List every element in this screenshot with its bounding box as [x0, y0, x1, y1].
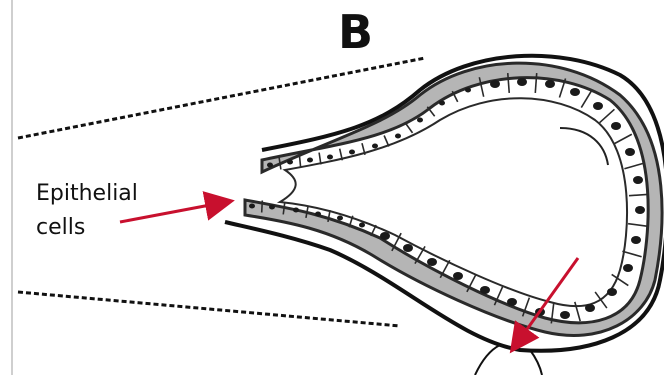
cell-nucleus — [560, 311, 570, 319]
cell-nucleus — [403, 244, 413, 252]
cell-nucleus — [631, 236, 641, 244]
cell-nucleus — [635, 206, 645, 214]
cell-nucleus — [337, 216, 343, 221]
cell-nucleus — [327, 155, 333, 160]
cell-nucleus — [480, 286, 490, 294]
cell-boundary — [614, 134, 632, 143]
cell-boundary — [600, 109, 615, 122]
cell-nucleus — [349, 150, 355, 155]
cell-boundary — [581, 90, 591, 107]
dashed-guide-lower — [18, 292, 400, 326]
cell-nucleus — [465, 88, 471, 93]
cell-nucleus — [249, 204, 255, 209]
cell-nucleus — [293, 208, 299, 213]
cell-nucleus — [380, 232, 390, 240]
cell-nucleus — [545, 80, 555, 88]
cell-boundary — [628, 224, 648, 227]
cell-nucleus — [315, 212, 321, 217]
cell-nucleus — [633, 176, 643, 184]
cell-nucleus — [395, 134, 401, 139]
cell-nucleus — [453, 272, 463, 280]
cell-nucleus — [607, 288, 617, 296]
cell-boundary — [629, 194, 649, 195]
cell-nucleus — [287, 160, 293, 165]
cell-boundary — [384, 135, 389, 146]
cell-nucleus — [267, 163, 273, 168]
bottom-stroke-left — [475, 345, 500, 375]
cell-nucleus — [507, 298, 517, 306]
cell-boundary — [405, 123, 412, 133]
cell-nucleus — [372, 144, 378, 149]
cell-nucleus — [427, 258, 437, 266]
cell-nucleus — [417, 118, 423, 123]
cell-nucleus — [439, 101, 445, 106]
cell-nucleus — [623, 264, 633, 272]
bottom-stroke-right — [530, 350, 542, 375]
cell-nucleus — [490, 80, 500, 88]
cell-nucleus — [307, 158, 313, 163]
label-cells: cells — [36, 215, 85, 240]
cell-nucleus — [570, 88, 580, 96]
panel-label: B — [338, 5, 373, 59]
cell-nucleus — [359, 223, 365, 228]
cell-nucleus — [585, 304, 595, 312]
cell-boundary — [624, 163, 643, 168]
cell-boundary — [622, 251, 641, 256]
cell-nucleus — [593, 102, 603, 110]
cell-nucleus — [269, 205, 275, 210]
cell-boundary — [262, 201, 263, 213]
cell-nucleus — [611, 122, 621, 130]
cell-nucleus — [625, 148, 635, 156]
cell-boundary — [299, 155, 300, 167]
label-epithelial: Epithelial — [36, 181, 138, 206]
cell-nucleus — [517, 78, 527, 86]
